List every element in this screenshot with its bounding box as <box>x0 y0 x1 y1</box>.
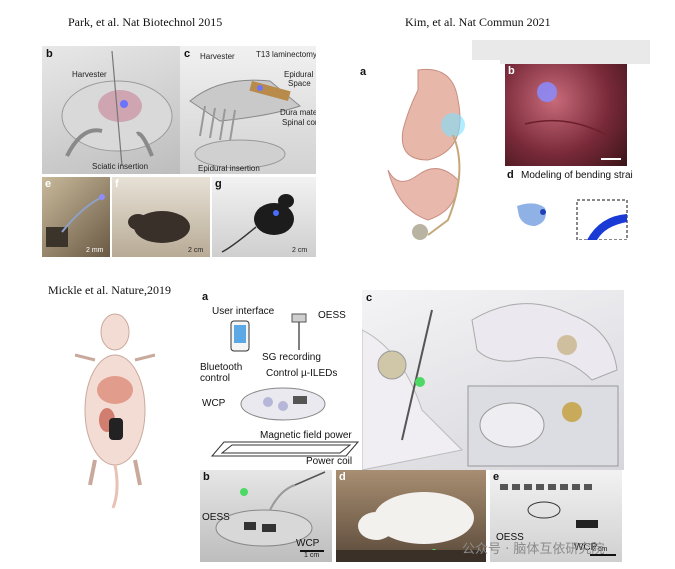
oess-label: OESS <box>318 310 346 321</box>
scale-bar <box>300 550 324 552</box>
epidural-label: Epidural <box>284 70 314 79</box>
panel-label: f <box>115 178 119 190</box>
panel-title: Modeling of bending strain <box>521 170 633 181</box>
kim-panel-a: a <box>358 60 500 240</box>
mouse-photo <box>128 211 190 243</box>
citation-kim: Kim, et al. Nat Commun 2021 <box>405 15 551 29</box>
rat-anatomy-illustration <box>74 313 156 509</box>
park-panel-c: c Harvester T13 laminectomy Epidural Spa… <box>180 46 316 174</box>
wcp-board-illustration <box>240 387 326 421</box>
harvester-label: Harvester <box>72 70 107 79</box>
panel-label: b <box>46 48 53 60</box>
park-panel-e: e 2 mm <box>42 177 110 257</box>
spinal-label: Spinal cord <box>282 118 316 127</box>
oess-label: OESS <box>202 512 230 523</box>
panel-label: c <box>184 48 191 60</box>
sg-recording-label: SG recording <box>262 352 321 363</box>
user-interface-label: User interface <box>212 306 275 317</box>
panel-label: e <box>493 471 500 483</box>
mickle-panel-d: d <box>336 470 486 562</box>
device-photo <box>46 194 105 247</box>
mickle-panel-a: a User interface OESS SG recording Bluet… <box>200 290 360 468</box>
panel-label: c <box>366 292 373 304</box>
panel-label: a <box>360 66 367 78</box>
kim-header-bar <box>472 40 650 64</box>
mickle-panel-e: e OESS WCP 2 cm <box>490 470 622 562</box>
panel-label: b <box>203 471 210 483</box>
dura-label: Dura mater <box>280 108 316 117</box>
epidural-insertion-label: Epidural insertion <box>198 164 260 173</box>
scale-label: 2 cm <box>292 247 308 254</box>
bending-model-illustration <box>517 199 628 240</box>
power-coil-illustration <box>210 441 360 457</box>
wcp-label: WCP <box>296 538 320 549</box>
panel-label: a <box>202 291 209 303</box>
panel-label: b <box>508 65 515 77</box>
park-panel-b: b Harvester Sciatic insertion <box>42 46 180 174</box>
watermark: 公众号 · 脑体互依研究院 <box>462 542 605 557</box>
device-photo <box>215 471 326 547</box>
mickle-panel-b: b OESS WCP 1 cm <box>200 470 332 562</box>
citation-park: Park, et al. Nat Biotechnol 2015 <box>68 15 223 29</box>
oess-label: OESS <box>496 532 524 543</box>
rat-render-illustration <box>362 303 619 470</box>
mouse-photo <box>221 194 294 253</box>
oess-probe-icon <box>291 313 307 350</box>
space-label: Space <box>288 79 311 88</box>
park-panel-f: f 2 cm <box>112 177 210 257</box>
harvester-label: Harvester <box>200 52 235 61</box>
kim-panel-d: d Modeling of bending strain <box>505 168 633 240</box>
xray-photo <box>500 484 598 528</box>
scale-bar <box>590 554 616 556</box>
stomach-illustration <box>387 68 465 240</box>
magnetic-field-label: Magnetic field power <box>260 430 352 441</box>
rat-photo <box>336 492 486 562</box>
surgical-photo <box>524 82 621 160</box>
scale-label: 2 cm <box>592 546 608 553</box>
scale-label: 1 cm <box>304 552 320 559</box>
phone-icon <box>230 320 250 352</box>
scale-label: 2 cm <box>188 247 204 254</box>
control-label: Control µ-ILEDs <box>266 368 338 379</box>
panel-label: d <box>339 471 346 483</box>
park-panel-g: g 2 cm <box>212 177 316 257</box>
mickle-rat-illustration <box>65 300 165 510</box>
scale-label: 2 mm <box>86 247 104 254</box>
citation-mickle: Mickle et al. Nature,2019 <box>48 283 171 297</box>
bluetooth-label: Bluetooth control <box>200 362 243 384</box>
wcp-label: WCP <box>574 542 598 553</box>
sciatic-label: Sciatic insertion <box>92 162 149 171</box>
mickle-panel-c: c <box>362 290 624 470</box>
panel-label: g <box>215 178 222 190</box>
panel-label: d <box>507 169 514 181</box>
panel-label: e <box>45 178 52 190</box>
power-coil-label: Power coil <box>306 456 353 467</box>
mouse-sciatic-illustration <box>61 50 173 167</box>
spinal-illustration <box>189 79 302 169</box>
kim-panel-b: b <box>505 64 627 166</box>
laminectomy-label: T13 laminectomy <box>256 50 316 59</box>
wcp-label: WCP <box>202 398 226 409</box>
